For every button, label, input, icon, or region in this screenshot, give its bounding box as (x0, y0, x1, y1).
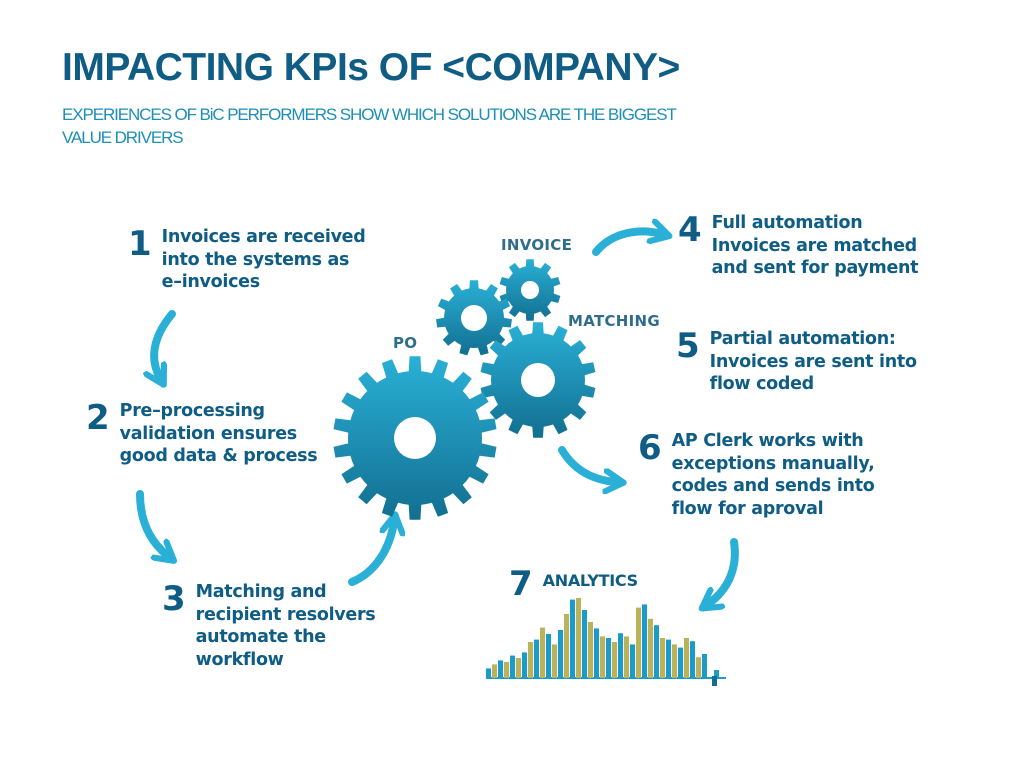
arrow-invoice-to-4 (592, 231, 662, 256)
step-4: 4 Full automation Invoices are matched a… (678, 210, 919, 280)
analytics-bar-negative (712, 676, 717, 686)
step-6-text: AP Clerk works with exceptions manually,… (671, 431, 875, 519)
step-2-text: Pre–processing validation ensures good d… (119, 401, 318, 466)
step-1-number: 1 (128, 224, 152, 264)
invoice-gear-hub (521, 281, 539, 299)
matching-gear-hub (521, 363, 555, 397)
page-subtitle: EXPERIENCES OF BiC PERFORMERS SHOW WHICH… (62, 105, 677, 147)
arrow-2-to-3 (136, 490, 168, 556)
analytics-bar-olive (660, 638, 665, 678)
analytics-bar-olive (504, 662, 509, 678)
arrow-3-to-po (348, 522, 394, 586)
step-2: 2 Pre–processing validation ensures good… (86, 398, 318, 468)
step-6: 6 AP Clerk works with exceptions manuall… (638, 428, 875, 520)
po-gear-hub (394, 417, 436, 459)
step-2-number: 2 (86, 398, 110, 438)
step-5-number: 5 (676, 326, 700, 366)
analytics-bar-olive (576, 598, 581, 678)
analytics-bar-olive (696, 657, 701, 678)
small-left-gear-hub (461, 305, 487, 331)
step-1-text: Invoices are received into the systems a… (161, 227, 366, 292)
analytics-bar-teal (642, 604, 647, 678)
analytics-bar-teal (630, 644, 635, 678)
step-5: 5 Partial automation: Invoices are sent … (676, 328, 917, 396)
analytics-bar-olive (648, 618, 653, 678)
step-3: 3 Matching and recipient resolvers autom… (162, 579, 376, 671)
analytics-bar-olive (516, 658, 521, 678)
arrow-1-to-2 (154, 310, 176, 378)
analytics-bar-olive (528, 642, 533, 678)
analytics-bar-olive (492, 664, 497, 678)
analytics-bar-teal (486, 668, 491, 678)
step-7: 7 ANALYTICS (509, 566, 638, 602)
analytics-bar-olive (564, 614, 569, 678)
step-5-text: Partial automation: Invoices are sent in… (709, 329, 917, 394)
analytics-bar-teal (522, 652, 527, 678)
analytics-bar-olive (540, 627, 545, 678)
po-gear-label: PO (393, 334, 418, 352)
analytics-bar-teal (546, 634, 551, 678)
analytics-bar-teal (666, 639, 671, 678)
step-4-number: 4 (678, 210, 702, 250)
analytics-bar-teal (570, 599, 575, 678)
analytics-bar-olive (684, 638, 689, 678)
analytics-bar-teal (510, 655, 515, 678)
step-3-text: Matching and recipient resolvers automat… (195, 582, 376, 670)
analytics-bar-teal (498, 660, 503, 678)
step-4-text: Full automation Invoices are matched and… (711, 213, 919, 278)
page-title: IMPACTING KPIs OF <COMPANY> (62, 46, 680, 89)
analytics-bar-olive (636, 607, 641, 678)
analytics-bar-teal (654, 625, 659, 678)
analytics-bar-teal (690, 641, 695, 678)
analytics-bar-teal (558, 630, 563, 678)
analytics-bar-teal (702, 654, 707, 678)
analytics-bar-teal (714, 670, 719, 678)
step-7-text: ANALYTICS (542, 571, 638, 590)
matching-gear-label: MATCHING (568, 312, 661, 330)
arrow-6-to-7 (708, 538, 739, 604)
analytics-bar-teal (618, 633, 623, 678)
analytics-bar-teal (534, 639, 539, 678)
analytics-bar-teal (582, 610, 587, 678)
analytics-bar-teal (594, 628, 599, 678)
analytics-bar-olive (552, 644, 557, 678)
analytics-bar-olive (612, 642, 617, 678)
analytics-bar-teal (678, 647, 683, 678)
arrow-matching-to-6 (558, 446, 616, 482)
analytics-bar-olive (624, 636, 629, 678)
analytics-bar-olive (600, 636, 605, 678)
step-7-number: 7 (509, 564, 533, 604)
analytics-bar-olive (588, 622, 593, 678)
step-1: 1 Invoices are received into the systems… (128, 224, 366, 294)
step-6-number: 6 (638, 428, 662, 468)
analytics-bar-teal (606, 638, 611, 678)
analytics-bar-olive (672, 644, 677, 678)
invoice-gear-label: INVOICE (501, 236, 573, 254)
step-3-number: 3 (162, 579, 186, 619)
